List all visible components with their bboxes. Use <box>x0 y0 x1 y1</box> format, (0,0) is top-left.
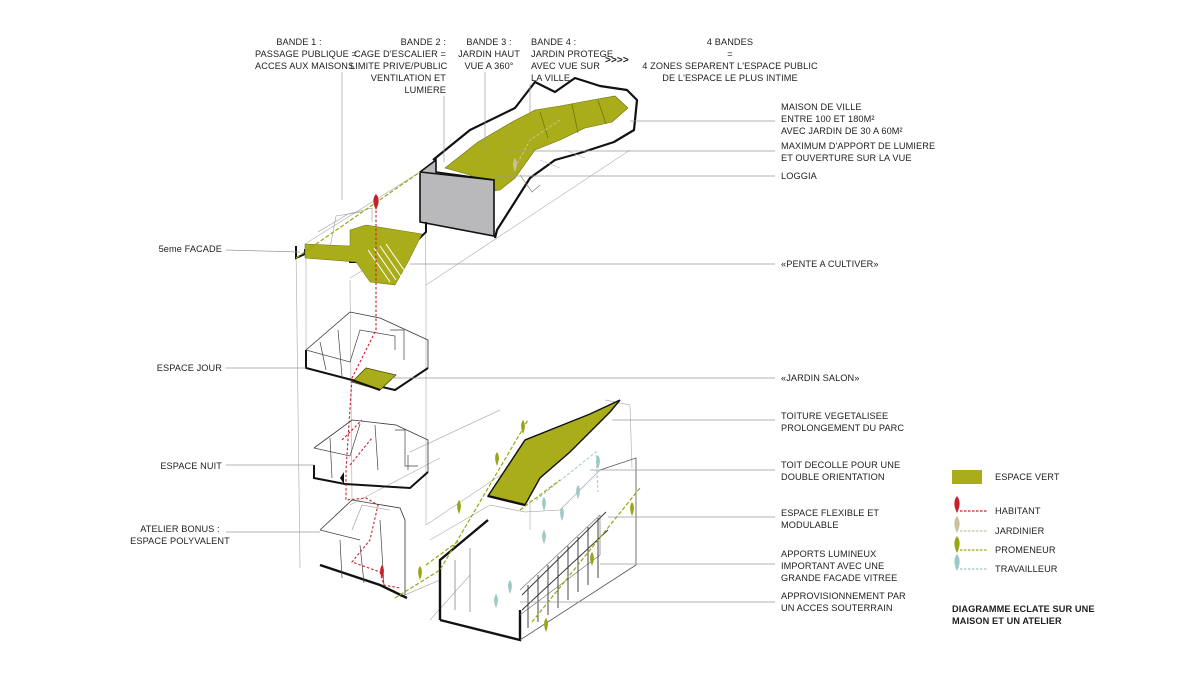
jardinier-markers <box>513 158 517 172</box>
caption-line: DIAGRAMME ECLATE SUR UNE <box>952 604 1095 614</box>
jardin-salon-label: «JARDIN SALON» <box>781 373 860 383</box>
travailleur-path <box>535 450 599 501</box>
four-bandes-line: 4 ZONES SEPARENT L'ESPACE PUBLIC <box>642 61 818 71</box>
legend-promeneur-icon <box>954 536 960 553</box>
bande2-line: VENTILATION ET <box>370 73 446 83</box>
fifth-facade-slab <box>295 207 427 286</box>
espace-nuit-label: ESPACE NUIT <box>160 461 222 471</box>
jardinier-path <box>514 119 561 169</box>
travailleur-markers <box>494 455 600 608</box>
atelier-bonus-line: ATELIER BONUS : <box>140 524 220 534</box>
maison-line: ENTRE 100 ET 180M² <box>781 114 875 124</box>
loggia-block <box>419 158 495 237</box>
four-bandes-line: DE L'ESPACE LE PLUS INTIME <box>662 73 798 83</box>
toiture-line: PROLONGEMENT DU PARC <box>781 423 905 433</box>
espace-flexible-label: ESPACE FLEXIBLE ET MODULABLE <box>781 507 879 531</box>
four-bandes-label: 4 BANDES = 4 ZONES SEPARENT L'ESPACE PUB… <box>640 36 820 84</box>
promeneur-path <box>295 171 641 623</box>
bande2-label: BANDE 2 : CAGE D'ESCALIER = LIMITE PRIVE… <box>350 36 448 96</box>
bande1-label: BANDE 1 : PASSAGE PUBLIQUE = ACCES AUX M… <box>255 36 357 72</box>
bande2-line: LIMITE PRIVE/PUBLIC <box>350 61 448 71</box>
approv-line: UN ACCES SOUTERRAIN <box>781 603 893 613</box>
flexible-line: ESPACE FLEXIBLE ET <box>781 508 880 518</box>
legend-habitant-icon <box>954 496 960 513</box>
promeneur-markers <box>418 420 634 632</box>
bande1-line: ACCES AUX MAISONS <box>255 61 355 71</box>
lumiere-line: ET OUVERTURE SUR LA VUE <box>781 153 912 163</box>
bande3-line: BANDE 3 : <box>466 37 512 47</box>
apports-line: GRANDE FACADE VITREE <box>781 573 898 583</box>
bande4-line: LA VILLE <box>531 73 571 83</box>
four-bandes-line: = <box>727 49 733 59</box>
pente-a-cultiver <box>304 224 423 286</box>
flexible-line: MODULABLE <box>781 520 839 530</box>
legend-promeneur-label: PROMENEUR <box>995 545 1056 555</box>
atelier-bonus-floor <box>319 499 408 600</box>
leader-lines <box>225 72 775 603</box>
lumiere-line: MAXIMUM D'APPORT DE LUMIERE <box>781 141 936 151</box>
four-bandes-line: 4 BANDES <box>706 37 754 47</box>
toit-line: DOUBLE ORIENTATION <box>781 472 885 482</box>
approvisionnement-label: APPROVISIONNEMENT PAR UN ACCES SOUTERRAI… <box>781 590 906 614</box>
espace-nuit-floor <box>313 419 429 490</box>
lumiere-label: MAXIMUM D'APPORT DE LUMIERE ET OUVERTURE… <box>781 140 935 164</box>
jardin-salon <box>351 367 397 391</box>
legend-jardinier-label: JARDINIER <box>995 526 1045 536</box>
bande3-label: BANDE 3 : JARDIN HAUT VUE A 360° <box>456 36 522 72</box>
apports-line: IMPORTANT AVEC UNE <box>781 561 885 571</box>
bande2-line: BANDE 2 : <box>400 37 446 47</box>
toit-decolle-label: TOIT DECOLLE POUR UNE DOUBLE ORIENTATION <box>781 459 900 483</box>
legend-travailleur-label: TRAVAILLEUR <box>995 564 1058 574</box>
bande4-line: BANDE 4 : <box>531 37 577 47</box>
loggia-label: LOGGIA <box>781 171 817 181</box>
bande1-line: BANDE 1 : <box>276 37 322 47</box>
arrows-label: >>>> <box>605 55 629 66</box>
bande2-line: LUMIERE <box>404 85 446 95</box>
bande1-line: PASSAGE PUBLIQUE = <box>255 49 357 59</box>
bande4-line: AVEC VUE SUR <box>531 61 600 71</box>
apports-label: APPORTS LUMINEUX IMPORTANT AVEC UNE GRAN… <box>781 548 897 584</box>
atelier-bonus-line: ESPACE POLYVALENT <box>130 536 230 546</box>
fifth-facade-label: 5eme FACADE <box>158 244 222 254</box>
habitant-markers <box>373 194 384 579</box>
atelier-bonus-label: ATELIER BONUS : ESPACE POLYVALENT <box>130 523 230 547</box>
legend-travailleur-icon <box>954 554 960 571</box>
caption-line: MAISON ET UN ATELIER <box>952 616 1062 626</box>
atelier-block <box>438 399 637 642</box>
bande4-label: BANDE 4 : JARDIN PROTEGE AVEC VUE SUR LA… <box>531 36 614 84</box>
maison-line: MAISON DE VILLE <box>781 102 862 112</box>
maison-line: AVEC JARDIN DE 30 A 60M² <box>781 126 903 136</box>
legend-jardinier-icon <box>954 516 960 533</box>
diagram-caption: DIAGRAMME ECLATE SUR UNE MAISON ET UN AT… <box>952 603 1095 627</box>
habitant-path <box>341 206 401 589</box>
bande2-line: CAGE D'ESCALIER = <box>353 49 446 59</box>
approv-line: APPROVISIONNEMENT PAR <box>781 591 906 601</box>
bande3-line: VUE A 360° <box>464 61 514 71</box>
legend-habitant-label: HABITANT <box>995 506 1041 516</box>
green-roof <box>486 399 621 506</box>
legend-espace-vert-swatch <box>952 470 982 484</box>
toit-line: TOIT DECOLLE POUR UNE <box>781 460 901 470</box>
apports-line: APPORTS LUMINEUX <box>781 549 877 559</box>
maison-de-ville-label: MAISON DE VILLE ENTRE 100 ET 180M² AVEC … <box>781 101 903 137</box>
pente-label: «PENTE A CULTIVER» <box>781 259 879 269</box>
toiture-label: TOITURE VEGETALISEE PROLONGEMENT DU PARC <box>781 410 904 434</box>
toiture-line: TOITURE VEGETALISEE <box>781 411 889 421</box>
legend-symbols <box>952 470 988 571</box>
bande3-line: JARDIN HAUT <box>458 49 520 59</box>
espace-jour-label: ESPACE JOUR <box>156 363 222 373</box>
legend-espace-vert-label: ESPACE VERT <box>995 472 1060 482</box>
espace-jour-floor <box>305 311 429 392</box>
bande4-line: JARDIN PROTEGE <box>531 49 614 59</box>
